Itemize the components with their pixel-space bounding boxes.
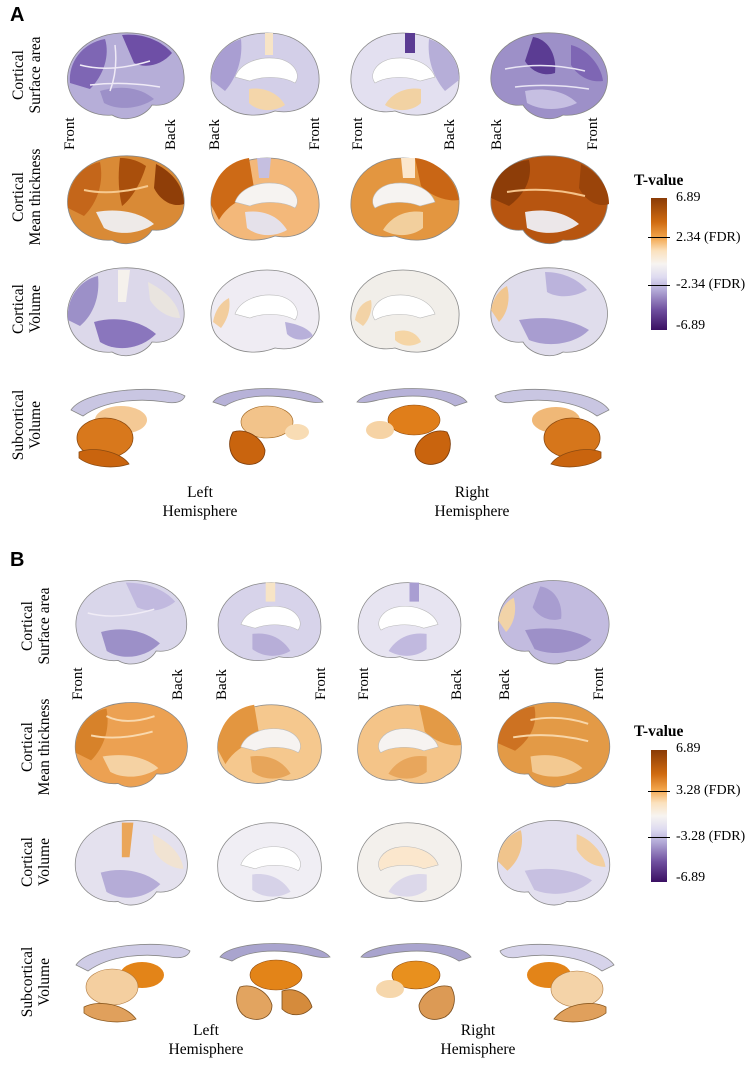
- lateral-brain-right-mean-thickness: [497, 702, 611, 788]
- colorbar-title: T-value: [634, 172, 684, 189]
- row-label-subcortical-volume: Subcortical Volume: [19, 946, 53, 1018]
- subcortical-left-lateral: [75, 944, 191, 1023]
- lateral-brain-left-cortical-volume: [74, 820, 188, 906]
- lateral-brain-left-surface-area: [67, 32, 185, 119]
- lateral-brain-right-cortical-volume: [497, 820, 611, 906]
- row-label-mean-thickness: Cortical Mean thickness: [10, 148, 44, 246]
- colorbar-tick: [648, 791, 670, 792]
- medial-brain-right-surface-area: [357, 582, 462, 661]
- colorbar-max-label: 6.89: [676, 741, 701, 756]
- row-label-subcortical-volume: Subcortical Volume: [10, 389, 44, 461]
- hemisphere-label-right: Right Hemisphere: [434, 484, 510, 520]
- colorbar-max-label: 6.89: [676, 190, 701, 205]
- lateral-brain-left-mean-thickness: [67, 155, 185, 244]
- colorbar-min-label: -6.89: [676, 318, 706, 333]
- colorbar-lower-threshold-label: -3.28 (FDR): [676, 829, 746, 844]
- medial-brain-left-mean-thickness: [210, 157, 320, 241]
- panel-a: A Cortical Surface area Cortical Mean th…: [0, 0, 750, 535]
- row-label-mean-thickness: Cortical Mean thickness: [19, 698, 53, 796]
- medial-brain-left-mean-thickness: [217, 704, 322, 784]
- row-label-surface-area: Cortical Surface area: [19, 587, 53, 665]
- colorbar-upper-threshold-label: 2.34 (FDR): [676, 230, 741, 245]
- colorbar-tick: [648, 237, 670, 238]
- row-label-surface-area: Cortical Surface area: [10, 36, 44, 114]
- subcortical-right-medial: [356, 388, 468, 465]
- colorbar: [651, 198, 667, 330]
- panel-b: B Cortical Surface area Cortical Mean th…: [0, 545, 750, 1071]
- medial-brain-right-cortical-volume: [357, 822, 462, 902]
- medial-brain-right-mean-thickness: [350, 157, 460, 241]
- colorbar-tick: [648, 837, 670, 838]
- hemisphere-label-right: Right Hemisphere: [440, 1022, 516, 1058]
- medial-brain-left-cortical-volume: [217, 822, 322, 902]
- colorbar: [651, 750, 667, 882]
- lateral-brain-right-cortical-volume: [490, 267, 608, 356]
- medial-brain-left-surface-area: [210, 32, 320, 116]
- medial-brain-right-mean-thickness: [357, 704, 462, 784]
- colorbar-upper-threshold-label: 3.28 (FDR): [676, 783, 741, 798]
- row-label-cortical-volume: Cortical Volume: [19, 837, 53, 887]
- medial-brain-left-surface-area: [217, 582, 322, 661]
- subcortical-right-lateral: [499, 944, 615, 1023]
- medial-brain-left-cortical-volume: [210, 269, 320, 353]
- lateral-brain-left-surface-area: [75, 580, 187, 665]
- colorbar-title: T-value: [634, 723, 684, 740]
- colorbar-min-label: -6.89: [676, 870, 706, 885]
- colorbar-tick: [648, 285, 670, 286]
- lateral-brain-right-surface-area: [498, 580, 610, 665]
- panel-label: A: [10, 4, 25, 26]
- hemisphere-label-left: Left Hemisphere: [168, 1022, 244, 1058]
- panel-label: B: [10, 549, 25, 571]
- lateral-brain-left-mean-thickness: [74, 702, 188, 788]
- subcortical-left-medial: [219, 943, 331, 1020]
- medial-brain-right-surface-area: [350, 32, 460, 116]
- subcortical-left-medial: [212, 388, 324, 465]
- subcortical-right-lateral: [494, 389, 610, 468]
- subcortical-left-lateral: [70, 389, 186, 468]
- medial-brain-right-cortical-volume: [350, 269, 460, 353]
- colorbar-lower-threshold-label: -2.34 (FDR): [676, 277, 746, 292]
- lateral-brain-left-cortical-volume: [67, 267, 185, 356]
- subcortical-right-medial: [360, 943, 472, 1020]
- lateral-brain-right-mean-thickness: [490, 155, 609, 244]
- row-label-cortical-volume: Cortical Volume: [10, 284, 44, 334]
- hemisphere-label-left: Left Hemisphere: [162, 484, 238, 520]
- lateral-brain-right-surface-area: [490, 32, 608, 119]
